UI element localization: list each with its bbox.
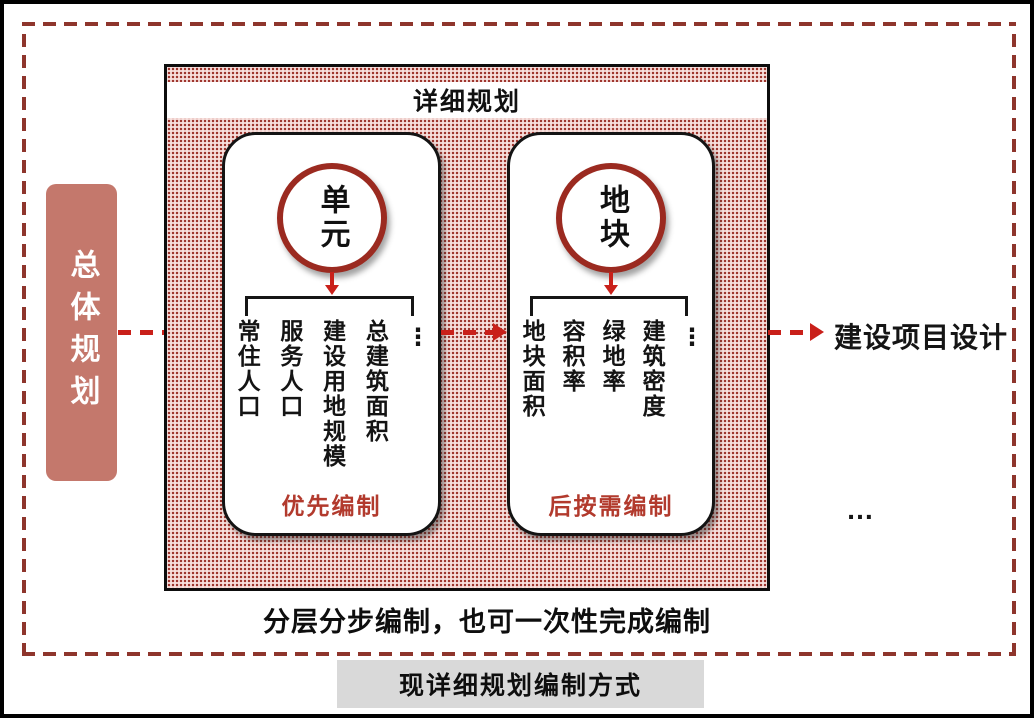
indicator-label: 总建筑面积 (362, 319, 389, 444)
indicator-label: 常住人口 (234, 319, 261, 419)
dashed-border-right (1012, 22, 1016, 656)
vertical-ellipsis: ⋮ (680, 324, 704, 351)
indicator-label: 服务人口 (276, 319, 303, 419)
dashed-border-bottom (22, 652, 1016, 656)
plot-card: 地块 地块面积 容积率 绿地率 建筑密度 ⋮ 后按需编制 (507, 132, 715, 536)
down-arrow-line (329, 272, 334, 285)
indicator-label: 绿地率 (599, 319, 626, 394)
plot-tag: 后按需编制 (548, 493, 674, 519)
master-plan-label: 总体规划 (65, 248, 99, 417)
dash-line (768, 329, 810, 335)
indicator-label: 建设用地规模 (319, 319, 346, 469)
down-arrowhead-icon (604, 285, 618, 295)
caption-bar: 现详细规划编制方式 (337, 660, 704, 708)
plot-bracket (530, 296, 688, 316)
down-arrow-line (609, 272, 613, 285)
unit-card: 单元 常住人口 服务人口 建设用地规模 总建筑面积 ⋮ 优先编制 (222, 132, 441, 536)
arrowhead-icon (810, 323, 824, 341)
unit-circle-label: 单元 (315, 184, 349, 252)
dashed-border-top (22, 22, 1016, 26)
unit-indicators: 常住人口 服务人口 建设用地规模 总建筑面积 ⋮ (234, 319, 430, 499)
more-ellipsis: … (846, 494, 874, 525)
indicator-label: 建筑密度 (639, 319, 666, 419)
unit-bracket (245, 296, 414, 316)
plot-circle: 地块 (556, 163, 666, 273)
dash-line (441, 329, 493, 335)
unit-tag: 优先编制 (281, 493, 382, 519)
detail-plan-title: 详细规划 (412, 88, 521, 116)
dashed-border-frame (22, 22, 1016, 656)
unit-circle: 单元 (276, 163, 387, 273)
dashed-border-left (22, 22, 26, 656)
down-arrowhead-icon (324, 285, 339, 295)
master-plan-box: 总体规划 (46, 184, 117, 481)
dashed-arrow-unit-to-plot (441, 323, 507, 341)
dash-line (118, 329, 208, 335)
vertical-ellipsis: ⋮ (406, 324, 430, 351)
arrowhead-icon (493, 323, 507, 341)
note-text: 分层分步编制，也可一次性完成编制 (263, 607, 711, 637)
dashed-arrow-to-design (768, 323, 824, 341)
detail-plan-header: 详细规划 (167, 82, 767, 118)
indicator-label: 容积率 (559, 319, 586, 394)
indicator-label: 地块面积 (519, 319, 546, 419)
plot-indicators: 地块面积 容积率 绿地率 建筑密度 ⋮ (519, 319, 704, 499)
output-label: 建设项目设计 (834, 322, 1009, 353)
caption-text: 现详细规划编制方式 (398, 672, 642, 700)
plot-circle-label: 地块 (595, 184, 628, 252)
